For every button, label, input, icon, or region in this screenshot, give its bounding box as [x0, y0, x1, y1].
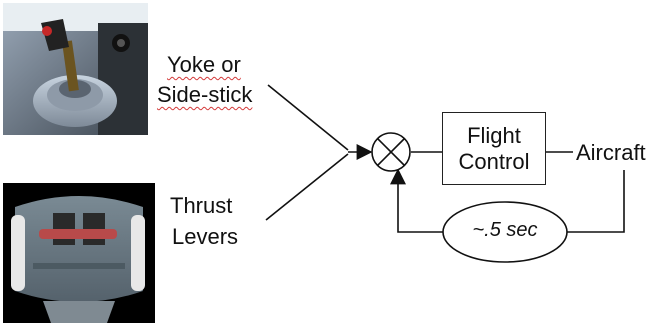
- yoke-label-line1: Yoke or: [167, 52, 241, 77]
- delay-label: ~.5 sec: [472, 219, 538, 241]
- thrust-label-line2: Levers: [172, 224, 239, 249]
- thrust-label-line1: Thrust: [170, 193, 233, 218]
- feedback-left-line: [390, 168, 443, 233]
- side-stick-photo: [3, 3, 148, 135]
- yoke-input-line: [267, 84, 349, 151]
- flight-control-line2: Control: [458, 148, 530, 174]
- delay-ellipse: [442, 201, 568, 263]
- multiply-circle-icon: [371, 132, 411, 172]
- yoke-label-line2: Side-stick: [157, 82, 253, 107]
- feedback-right-line: [567, 170, 625, 233]
- thrust-lever-render: [3, 183, 155, 323]
- flight-control-line1: Flight: [467, 122, 521, 148]
- aircraft-label: Aircraft: [576, 140, 646, 165]
- thrust-input-line: [265, 153, 349, 221]
- flight-control-block: Flight Control: [442, 112, 546, 185]
